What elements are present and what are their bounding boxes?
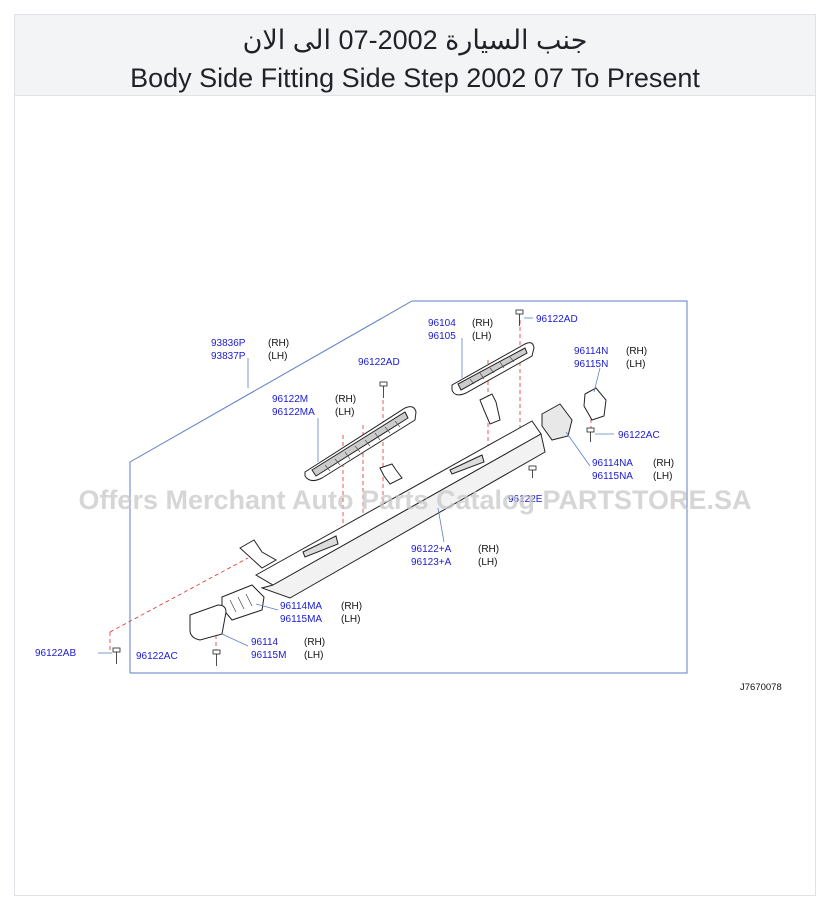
part-96122AB[interactable]: 96122AB — [35, 648, 76, 659]
front-step-pad — [304, 406, 417, 482]
page-header: جنب السيارة 2002-07 الى الان Body Side F… — [15, 15, 815, 96]
part-96115MA[interactable]: 96115MA — [280, 614, 322, 625]
part-96114NA[interactable]: 96114NA — [592, 458, 633, 469]
side-96123A: (LH) — [478, 557, 497, 568]
catalog-frame: جنب السيارة 2002-07 الى الان Body Side F… — [14, 14, 816, 896]
side-96114N: (RH) — [626, 346, 647, 357]
end-cap-front — [189, 584, 265, 641]
title-english: Body Side Fitting Side Step 2002 07 To P… — [130, 63, 700, 93]
part-96115M[interactable]: 96115M — [251, 650, 286, 661]
part-96122A[interactable]: 96122+A — [411, 544, 452, 555]
screw-icons — [112, 309, 595, 666]
part-96122AC-rear[interactable]: 96122AC — [618, 430, 660, 441]
title-arabic: جنب السيارة 2002-07 الى الان — [242, 25, 588, 55]
part-96122AD-front[interactable]: 96122AD — [358, 357, 400, 368]
part-96122M[interactable]: 96122M — [272, 394, 308, 405]
side-96122A: (RH) — [478, 544, 499, 555]
part-96122E[interactable]: 96122E — [508, 494, 543, 505]
part-93837P[interactable]: 93837P — [211, 351, 246, 362]
mounting-brackets — [239, 393, 501, 569]
side-96122MA: (LH) — [335, 407, 354, 418]
part-96122MA[interactable]: 96122MA — [272, 407, 315, 418]
side-96115M: (LH) — [304, 650, 323, 661]
part-labels: 93836P (RH) 93837P (LH) 96122AD 96122M (… — [35, 314, 674, 662]
side-96115NA: (LH) — [653, 471, 672, 482]
side-96114NA: (RH) — [653, 458, 674, 469]
part-96122AC-front[interactable]: 96122AC — [136, 651, 178, 662]
side-96115MA: (LH) — [341, 614, 360, 625]
part-96114N[interactable]: 96114N — [574, 346, 608, 357]
assembly-outline — [129, 300, 688, 674]
part-93836P[interactable]: 93836P — [211, 338, 246, 349]
side-96122M: (RH) — [335, 394, 356, 405]
diagram-reference-code: J7670078 — [740, 682, 782, 693]
part-96115N[interactable]: 96115N — [574, 359, 608, 370]
side-96115N: (LH) — [626, 359, 645, 370]
part-96115NA[interactable]: 96115NA — [592, 471, 633, 482]
side-step-rail — [254, 420, 546, 599]
part-96114[interactable]: 96114 — [251, 637, 279, 648]
part-96122AD-rear[interactable]: 96122AD — [536, 314, 578, 325]
side-93837P: (LH) — [268, 351, 287, 362]
part-96123A[interactable]: 96123+A — [411, 557, 452, 568]
rear-step-pad — [451, 342, 535, 396]
end-cap-rear — [541, 387, 607, 441]
part-96104[interactable]: 96104 — [428, 318, 456, 329]
side-96104: (RH) — [472, 318, 493, 329]
side-96114MA: (RH) — [341, 601, 362, 612]
side-96114: (RH) — [304, 637, 325, 648]
side-96105: (LH) — [472, 331, 491, 342]
leader-lines — [98, 317, 614, 654]
watermark: Offers Merchant Auto Parts Catalog PARTS… — [78, 485, 751, 515]
part-96105[interactable]: 96105 — [428, 331, 456, 342]
side-93836P: (RH) — [268, 338, 289, 349]
part-96114MA[interactable]: 96114MA — [280, 601, 322, 612]
